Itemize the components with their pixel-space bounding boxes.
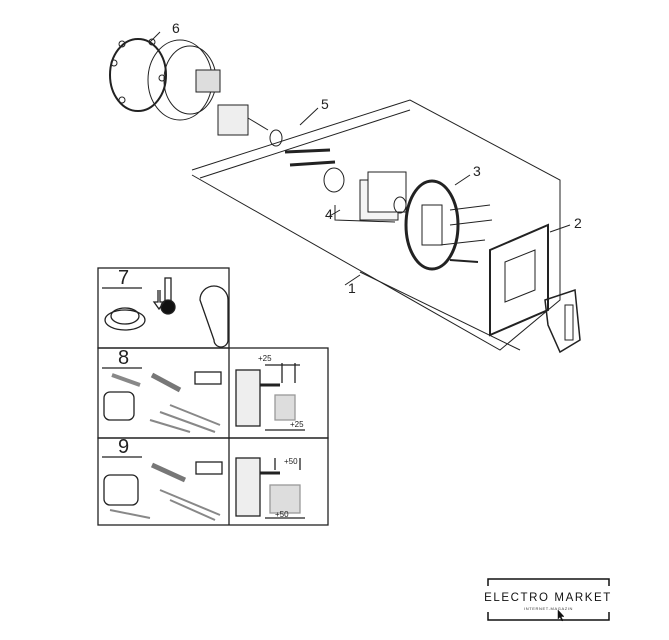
part-label-5: 5 (321, 96, 329, 112)
part-label-4: 4 (325, 206, 333, 222)
part-6-body (147, 39, 221, 121)
leader-lines (149, 31, 571, 286)
panel-label-8: 8 (118, 347, 130, 369)
part-label-6: 6 (172, 20, 180, 36)
part-label-1: 1 (348, 280, 356, 296)
dim-panel8-bottom: +25 (290, 420, 304, 429)
logo-title: ELECTRO MARKET (473, 592, 623, 604)
part-label-3: 3 (473, 163, 481, 179)
logo-subtitle: INTERNET-MAGAZIN (524, 606, 573, 611)
part-label-2: 2 (574, 215, 582, 231)
part-3-plate (404, 179, 493, 271)
part-5-cartridge (217, 104, 345, 193)
dim-panel9-bottom: +50 (275, 510, 289, 519)
part-6-seal-ring (109, 38, 167, 112)
panel-label-7: 7 (118, 267, 130, 289)
dim-panel8-top: +25 (258, 354, 272, 363)
cursor-icon (557, 609, 565, 622)
accessory-panels (97, 267, 329, 526)
electro-market-logo: ELECTRO MARKET INTERNET-MAGAZIN (473, 578, 623, 622)
panel-label-9: 9 (118, 436, 130, 458)
part-2-trim-plate (489, 223, 581, 354)
assembly-box-1 (191, 99, 561, 351)
part-4-sleeve (334, 171, 407, 223)
dim-panel9-top: +50 (284, 457, 298, 466)
